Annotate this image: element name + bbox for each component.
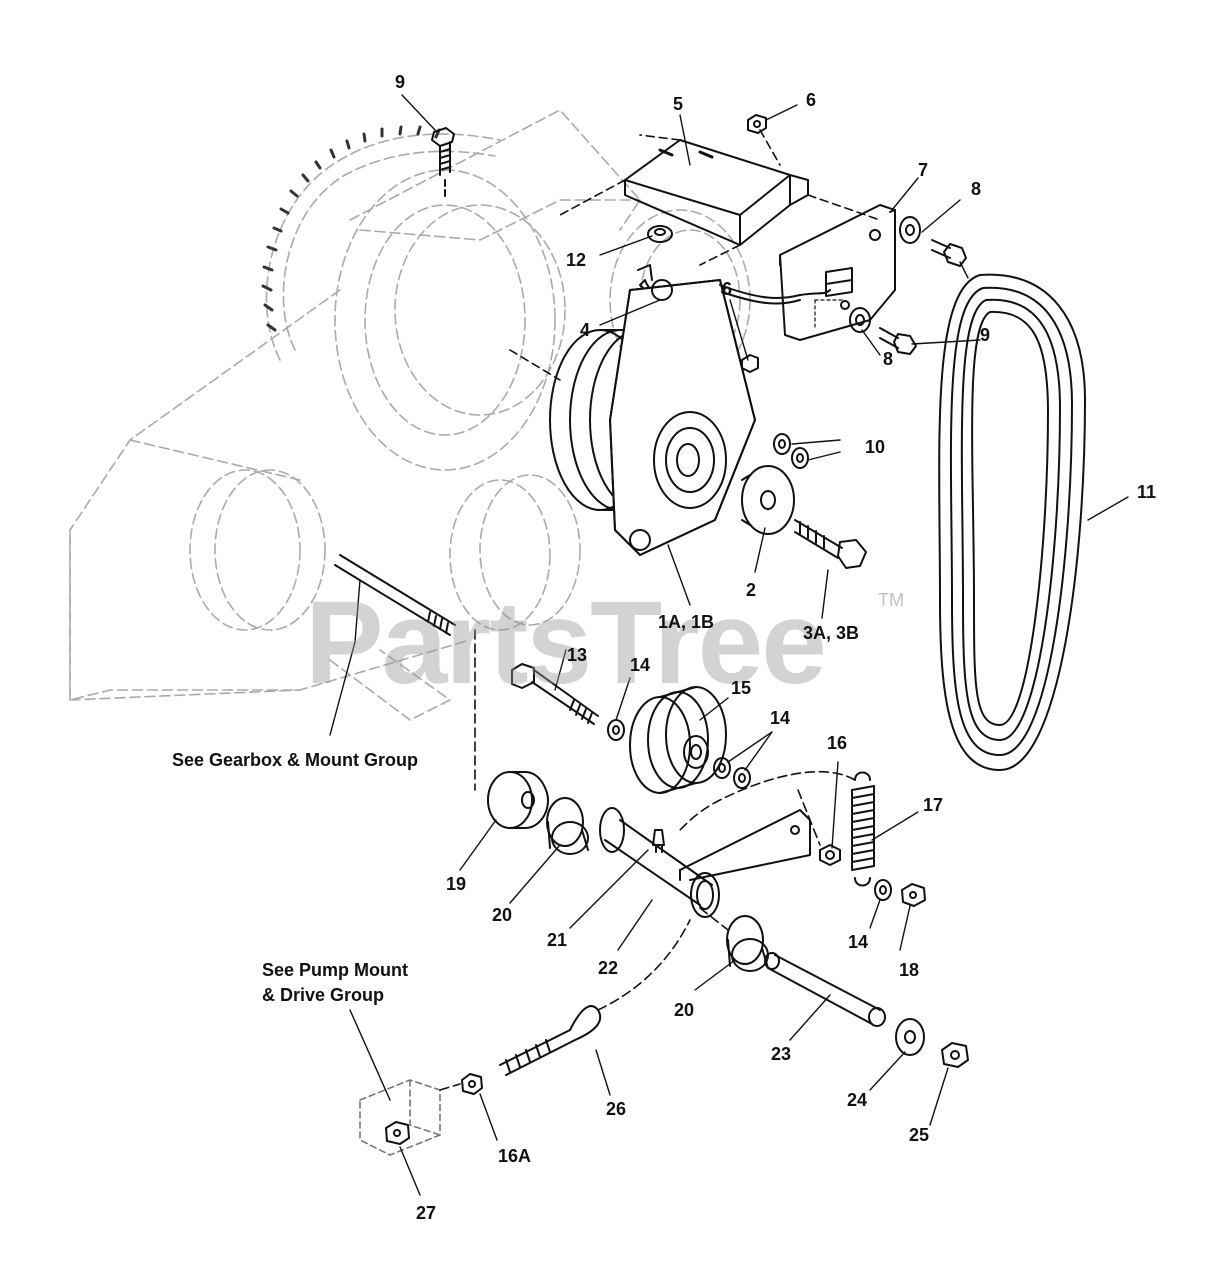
spacer-19 — [487, 771, 549, 829]
callout-13: 13 — [567, 645, 588, 665]
callout-20-left: 20 — [492, 905, 513, 925]
pump-bracket — [359, 1079, 441, 1156]
spring-17 — [679, 770, 875, 887]
watermark-trademark: TM — [878, 590, 904, 610]
gearbox-frame-ghost — [69, 109, 751, 721]
watermark-text: PartsTree — [305, 577, 827, 709]
spacer-2 — [741, 465, 795, 535]
callout-23: 23 — [771, 1044, 792, 1064]
callout-25: 25 — [909, 1125, 930, 1145]
callout-3a-3b: 3A, 3B — [803, 623, 860, 643]
callout-5: 5 — [673, 94, 684, 114]
leader-lines — [329, 94, 1129, 1196]
callout-14-b: 14 — [770, 708, 791, 728]
bushing-20-left — [546, 797, 589, 855]
washer-8-bottom — [849, 307, 871, 333]
callout-12: 12 — [566, 250, 587, 270]
nut-16a — [461, 1073, 483, 1095]
threaded-rod — [334, 554, 456, 636]
nut-25 — [941, 1042, 969, 1068]
bolt-9-right-top — [931, 239, 967, 267]
washers-10 — [773, 433, 809, 469]
washer-14-c — [874, 879, 892, 901]
callout-15: 15 — [731, 678, 752, 698]
callout-16: 16 — [827, 733, 848, 753]
clutch-1 — [509, 279, 756, 556]
callout-10: 10 — [865, 437, 886, 457]
callout-24: 24 — [847, 1090, 868, 1110]
callout-9-right: 9 — [980, 325, 991, 345]
belt-11 — [938, 273, 1086, 771]
callout-27: 27 — [416, 1203, 437, 1223]
clutch-wire-connector — [719, 267, 853, 305]
nut-27 — [385, 1121, 410, 1145]
callout-7: 7 — [918, 160, 929, 180]
callout-11: 11 — [1137, 482, 1157, 502]
callout-8-top: 8 — [971, 179, 982, 199]
washer-8-top — [899, 216, 921, 244]
callout-26: 26 — [606, 1099, 627, 1119]
callout-9-top: 9 — [395, 72, 406, 92]
callout-17: 17 — [923, 795, 944, 815]
idler-arm-22 — [599, 807, 811, 918]
note-gearbox: See Gearbox & Mount Group — [172, 750, 419, 770]
nut-16 — [819, 844, 841, 866]
bolt-9-top — [431, 127, 455, 201]
bolt-3 — [794, 519, 867, 569]
callout-2: 2 — [746, 580, 757, 600]
callout-21: 21 — [547, 930, 568, 950]
callout-19: 19 — [446, 874, 467, 894]
ring-gear-teeth — [261, 125, 441, 332]
callout-16a: 16A — [498, 1146, 532, 1166]
callout-14-a: 14 — [630, 655, 651, 675]
nut-12 — [647, 225, 673, 243]
callout-1a-1b: 1A, 1B — [658, 612, 715, 632]
idler-pulley-15 — [629, 686, 727, 794]
callout-20-right: 20 — [674, 1000, 695, 1020]
grease-fitting-21 — [652, 829, 665, 853]
callout-22: 22 — [598, 958, 619, 978]
washers-14-b — [713, 757, 751, 789]
bolt-13 — [511, 663, 599, 725]
note-pump-line1: See Pump Mount — [262, 960, 409, 980]
bracket-5 — [624, 139, 809, 246]
nut-18 — [901, 883, 926, 907]
alignment-lines — [439, 629, 821, 1091]
note-pump-line2: & Drive Group — [262, 985, 385, 1005]
nut-6-mid — [741, 354, 759, 373]
callout-8-bottom: 8 — [883, 349, 894, 369]
washer-24 — [895, 1018, 925, 1056]
callout-4: 4 — [580, 320, 591, 340]
pin-23 — [764, 952, 886, 1027]
bolt-9-right-bottom — [879, 327, 917, 355]
eyebolt-26 — [499, 919, 691, 1076]
plate-7 — [779, 204, 896, 341]
callout-18: 18 — [899, 960, 920, 980]
nut-6-top — [747, 114, 767, 134]
callout-6-mid: 6 — [722, 279, 733, 299]
callout-6-top: 6 — [806, 90, 817, 110]
callout-14-c: 14 — [848, 932, 869, 952]
washer-14-a — [607, 719, 625, 741]
bushing-20-right — [726, 915, 769, 972]
